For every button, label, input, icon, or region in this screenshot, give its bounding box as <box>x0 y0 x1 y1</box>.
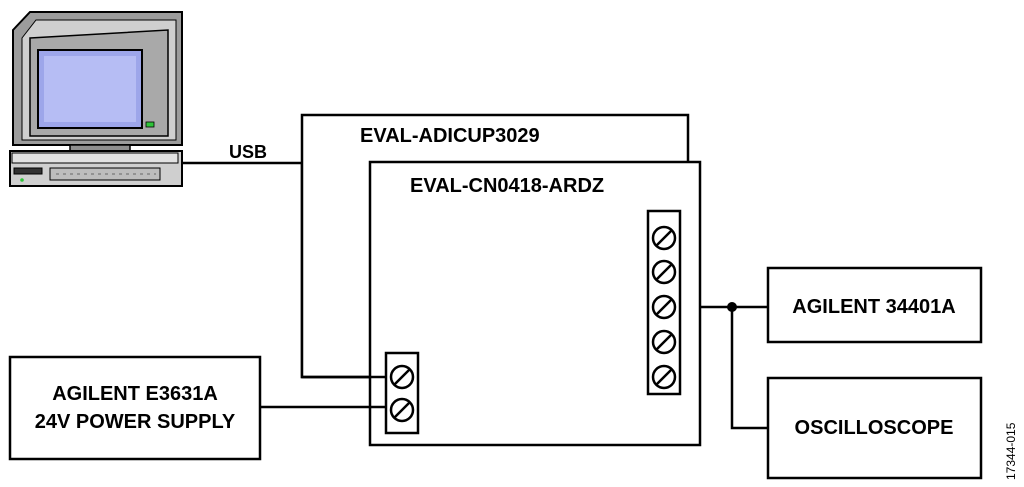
adicup3029-label: EVAL-ADICUP3029 <box>360 125 540 147</box>
power-screw-2 <box>389 397 415 423</box>
oscilloscope-label: OSCILLOSCOPE <box>795 417 954 439</box>
multimeter-box <box>766 266 983 344</box>
computer-icon <box>9 11 183 187</box>
oscilloscope-box <box>766 376 983 480</box>
figure-id: 17344-015 <box>1004 422 1018 480</box>
screw-terminal-3 <box>651 294 677 320</box>
power-screw-1 <box>389 364 415 390</box>
multimeter-label: AGILENT 34401A <box>792 296 955 318</box>
cn0418-board <box>368 160 702 447</box>
junction-dot <box>727 302 737 312</box>
output-terminal-block <box>646 209 682 396</box>
power-supply-line2: 24V POWER SUPPLY <box>35 411 236 433</box>
cn0418-label: EVAL-CN0418-ARDZ <box>410 175 604 197</box>
screw-terminal-1 <box>651 225 677 251</box>
screw-terminal-2 <box>651 259 677 285</box>
screw-terminal-4 <box>651 329 677 355</box>
power-supply-line1: AGILENT E3631A <box>52 383 218 405</box>
power-terminal-block <box>384 351 420 435</box>
screw-terminal-5 <box>651 364 677 390</box>
oscilloscope-wire <box>730 307 768 430</box>
power-supply-box <box>8 355 262 461</box>
usb-label: USB <box>229 142 267 162</box>
